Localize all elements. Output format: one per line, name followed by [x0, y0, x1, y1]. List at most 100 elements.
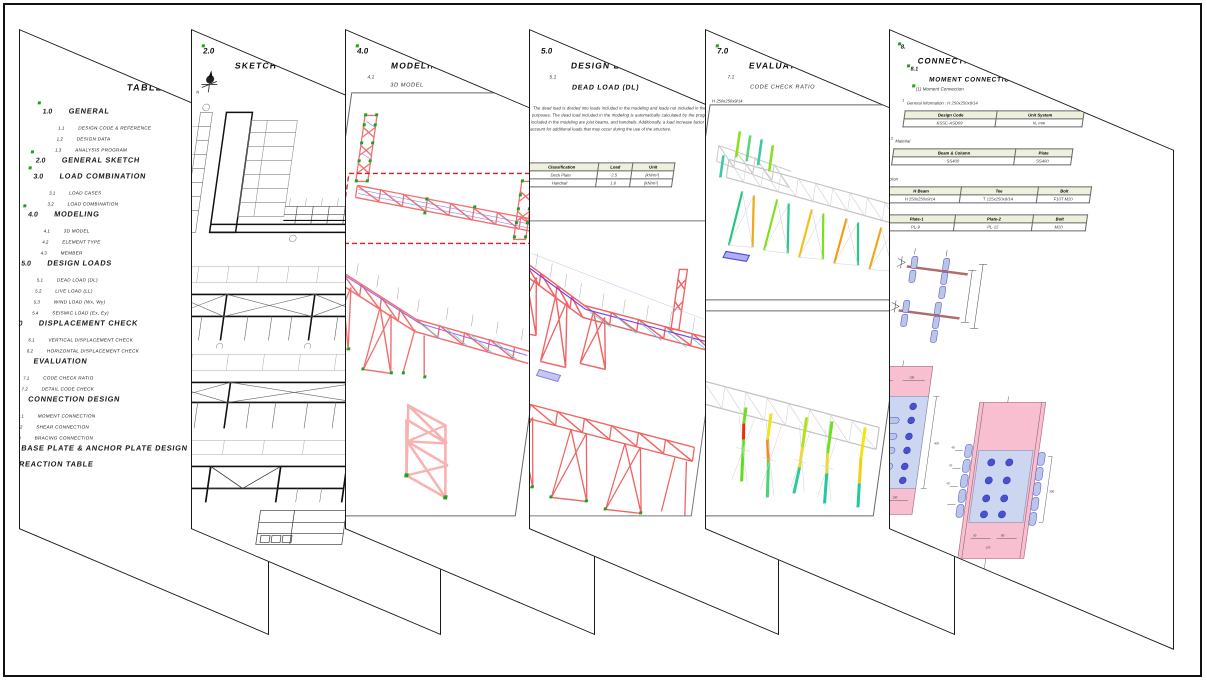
- toc-item-label: LOAD COMBINATION: [58, 171, 147, 181]
- table-cell: KSSC-ASD09: [902, 118, 997, 127]
- svg-text:40: 40: [946, 481, 950, 485]
- toc-item-label: GENERAL: [68, 106, 111, 116]
- table-header-cell: Bolt: [1037, 186, 1092, 195]
- sheet-evaluation[interactable]: 7.0 EVALUATION 7.1 CODE CHECK RATIO H 25…: [705, 29, 955, 636]
- table-header-cell: Tee: [959, 186, 1039, 195]
- section-title: EVALUATION: [748, 60, 815, 71]
- section-number: 2.0: [202, 46, 215, 56]
- subsection-title: 3D MODEL: [389, 82, 425, 89]
- subsection-number: 4.1: [366, 74, 375, 81]
- section-number: 4.0: [356, 46, 369, 56]
- drawing-elevation-3[interactable]: [191, 436, 367, 557]
- table-cell: T 125x250x9/14: [958, 194, 1038, 203]
- bullet-dot: [28, 166, 32, 170]
- subsection-number: 5.1: [548, 74, 557, 81]
- table-header-cell: Bolt: [1032, 214, 1088, 223]
- toc-item-number: 2.0: [35, 157, 46, 165]
- toc-item-label: REACTION TABLE: [19, 459, 95, 469]
- table-cell: H 250x250x9/14: [889, 194, 960, 203]
- table-header-cell: Unit: [631, 162, 675, 171]
- table-header-cell: Load: [597, 162, 633, 171]
- toc-item-label: DISPLACEMENT CHECK: [38, 318, 139, 328]
- table-header-cell: Plate: [1014, 148, 1073, 157]
- bullet-dot: [201, 44, 206, 48]
- sheet-connection-design[interactable]: 8. CONNECTION DESIGN 8.1 MOMENT CONNECTI…: [889, 29, 1174, 650]
- toc-item-label: DESIGN LOADS: [46, 258, 113, 268]
- toc-item-number: 6.0: [19, 320, 23, 328]
- code-check-viewport-top[interactable]: [705, 104, 932, 301]
- code-check-viewport-bottom[interactable]: [705, 310, 903, 517]
- subsection-number: 8.1: [910, 66, 919, 73]
- table-cell: Deck Plate: [529, 170, 598, 179]
- table-cell: SS400: [891, 156, 1015, 165]
- table-cell: PL-12: [953, 222, 1033, 231]
- table-header-cell: Design Code: [904, 110, 998, 119]
- subsection-title: MOMENT CONNECTION: [928, 76, 1016, 84]
- sheet-modeling[interactable]: 4.0 MODELING 4.1 3D MODEL: [345, 29, 595, 636]
- toc-item-label: BASE PLATE & ANCHOR PLATE DESIGN: [20, 443, 189, 453]
- sheet-design-loads[interactable]: 5.0 DESIGN LOADS 5.1 DEAD LOAD (DL) The …: [529, 29, 779, 636]
- table-header-cell: Classification: [529, 162, 599, 171]
- section-number: 8.: [900, 44, 907, 51]
- section-number: 7.0: [716, 46, 729, 56]
- table-cell: 2.5: [596, 170, 632, 179]
- group-1-label: 1: [901, 98, 905, 103]
- north-arrow-icon: N: [196, 70, 218, 94]
- plate-detail-left[interactable]: 460130 50130 400: [889, 360, 964, 531]
- section-title: MODELING: [390, 60, 447, 71]
- svg-text:70: 70: [949, 463, 953, 467]
- svg-text:400: 400: [934, 441, 940, 445]
- section-number: 5.0: [540, 46, 553, 56]
- table-header-cell: Beam & Column: [892, 148, 1016, 157]
- toc-item-number: 3.0: [32, 173, 44, 181]
- svg-text:50: 50: [973, 533, 977, 537]
- bullet-dot: [37, 101, 42, 105]
- table-cell: Handrail: [529, 178, 597, 187]
- connection-elevation-drawing[interactable]: [889, 244, 1010, 355]
- svg-text:300: 300: [1049, 489, 1055, 493]
- bullet-dot-item: [911, 84, 916, 88]
- bullet-dot: [30, 150, 35, 154]
- table-header-cell: Unit System: [996, 110, 1085, 119]
- table-cell: F10T M20: [1036, 194, 1091, 203]
- section-title: DESIGN LOADS: [570, 60, 650, 71]
- table-cell: PL-9: [889, 222, 955, 231]
- toc-item-label: EVALUATION: [32, 356, 89, 366]
- table-cell: [kN/m²]: [629, 178, 673, 187]
- toc-item-label: GENERAL SKETCH: [61, 155, 141, 165]
- bullet-dot-sub: [906, 64, 911, 68]
- section-title: SKETCH: [234, 60, 278, 71]
- table-cell: [kN/m²]: [630, 170, 674, 179]
- table-cell: M20: [1030, 222, 1087, 231]
- table-header-cell: Plate-2: [954, 214, 1034, 223]
- section-title: CONNECTION DESIGN: [917, 56, 1023, 66]
- table-cell: 1.6: [595, 178, 631, 187]
- load-model-viewport[interactable]: [529, 220, 734, 517]
- model-viewport[interactable]: [345, 92, 576, 517]
- group-1-text: General Information : H 250x250x9/14: [906, 100, 979, 106]
- svg-text:130: 130: [909, 375, 915, 379]
- toc-item-number: 1.0: [42, 108, 53, 116]
- subsection-number: 7.1: [726, 74, 735, 81]
- bullet-dot: [23, 204, 27, 208]
- item-label: (1) Moment Connection: [915, 86, 965, 92]
- toc-item-10-0[interactable]: 10.0REACTION TABLE: [19, 453, 95, 471]
- table-cell: SS400: [1013, 156, 1072, 165]
- toc-item-number: 4.0: [27, 211, 39, 219]
